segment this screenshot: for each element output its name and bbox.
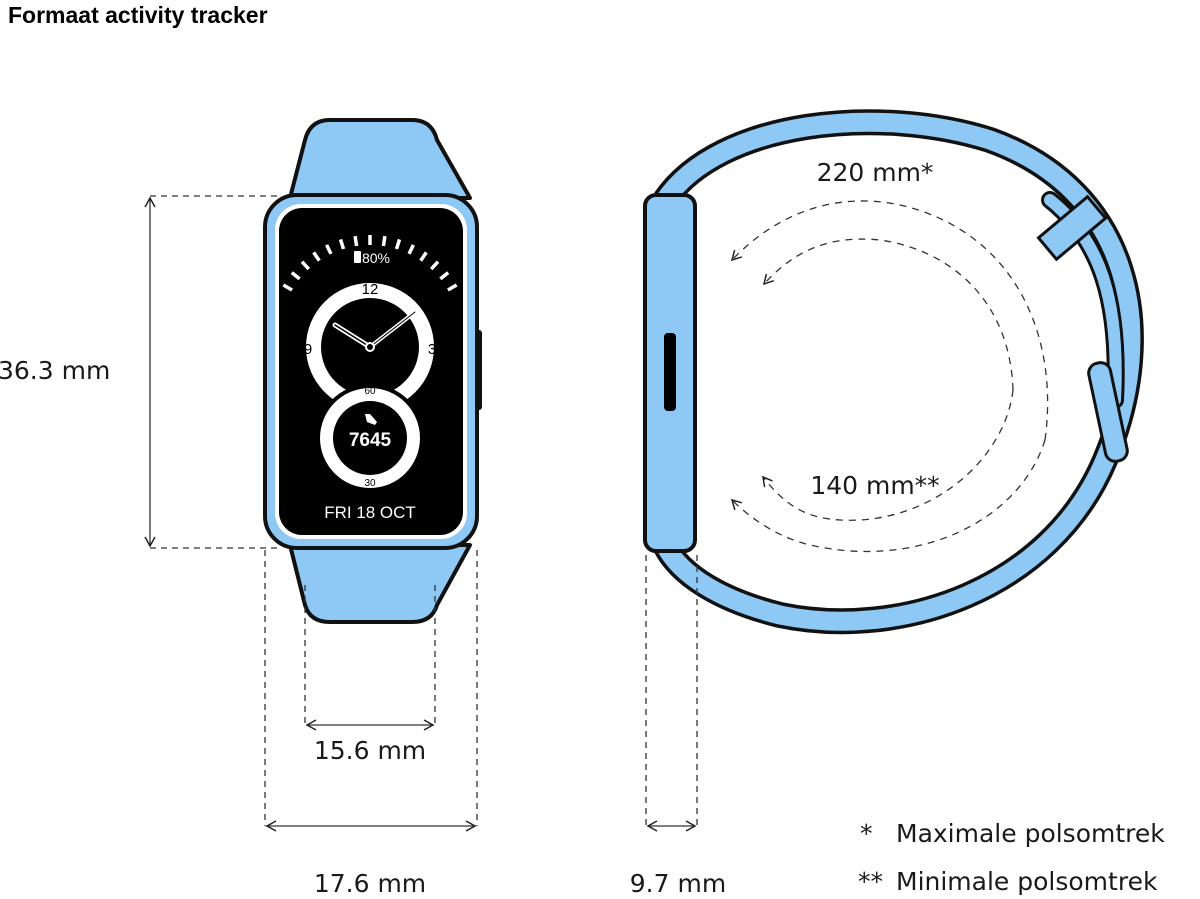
legend: * Maximale polsomtrek ** Minimale polsom…: [858, 819, 1165, 896]
dial-9: 9: [304, 341, 312, 358]
progress-tick: [439, 271, 450, 281]
progress-tick: [353, 235, 359, 247]
clock-hands: [332, 310, 417, 352]
thickness-label: 9.7 mm: [630, 869, 726, 898]
progress-ticks: [282, 235, 458, 292]
progress-tick: [429, 260, 440, 271]
progress-tick: [381, 235, 387, 247]
date: FRI 18 OCT: [324, 503, 416, 522]
bottom-band: [288, 543, 472, 624]
dial-3: 3: [428, 341, 436, 358]
page-title: Formaat activity tracker: [8, 2, 268, 28]
side-dimension-lines: [645, 555, 698, 832]
step-count: 7645: [349, 430, 392, 451]
legend-text: Minimale polsomtrek: [896, 867, 1158, 896]
battery-icon: [354, 251, 361, 263]
progress-tick: [290, 271, 301, 281]
min-arrow: [762, 238, 1014, 391]
legend-marker: **: [858, 867, 883, 896]
progress-tick: [447, 283, 458, 292]
max-arrow: [730, 200, 1049, 441]
progress-tick: [338, 238, 346, 250]
legend-text: Maximale polsomtrek: [896, 819, 1165, 848]
max-circumference-label: 220 mm*: [817, 158, 934, 187]
progress-tick: [282, 283, 293, 292]
progress-tick: [312, 251, 321, 262]
progress-tick: [407, 244, 415, 255]
band-loop-outline: [653, 109, 1144, 635]
progress-tick: [325, 244, 333, 255]
steps-top: 60: [364, 386, 376, 397]
progress-tick: [394, 238, 402, 250]
front-dimension-lines: [144, 195, 478, 832]
band-width-label: 15.6 mm: [314, 736, 426, 765]
side-button: [664, 333, 676, 411]
band-keeper: [1036, 194, 1108, 262]
height-label: 36.3 mm: [0, 356, 110, 385]
front-view: 80% 12 9 3 60 30 7645 FRI 18 OCT: [263, 118, 482, 624]
side-view: [643, 109, 1144, 635]
shoe-icon: [365, 414, 377, 425]
dial-12: 12: [362, 281, 379, 298]
case-width-label: 17.6 mm: [314, 869, 426, 898]
top-band: [288, 118, 472, 200]
steps-bottom: 30: [364, 478, 376, 489]
legend-marker: *: [860, 819, 873, 848]
buckle-tongue: [1087, 361, 1129, 463]
min-circumference-label: 140 mm**: [810, 471, 939, 500]
progress-tick: [419, 251, 428, 262]
progress-tick: [300, 260, 311, 271]
battery-level: 80%: [362, 250, 390, 266]
band-loop: [656, 112, 1141, 631]
